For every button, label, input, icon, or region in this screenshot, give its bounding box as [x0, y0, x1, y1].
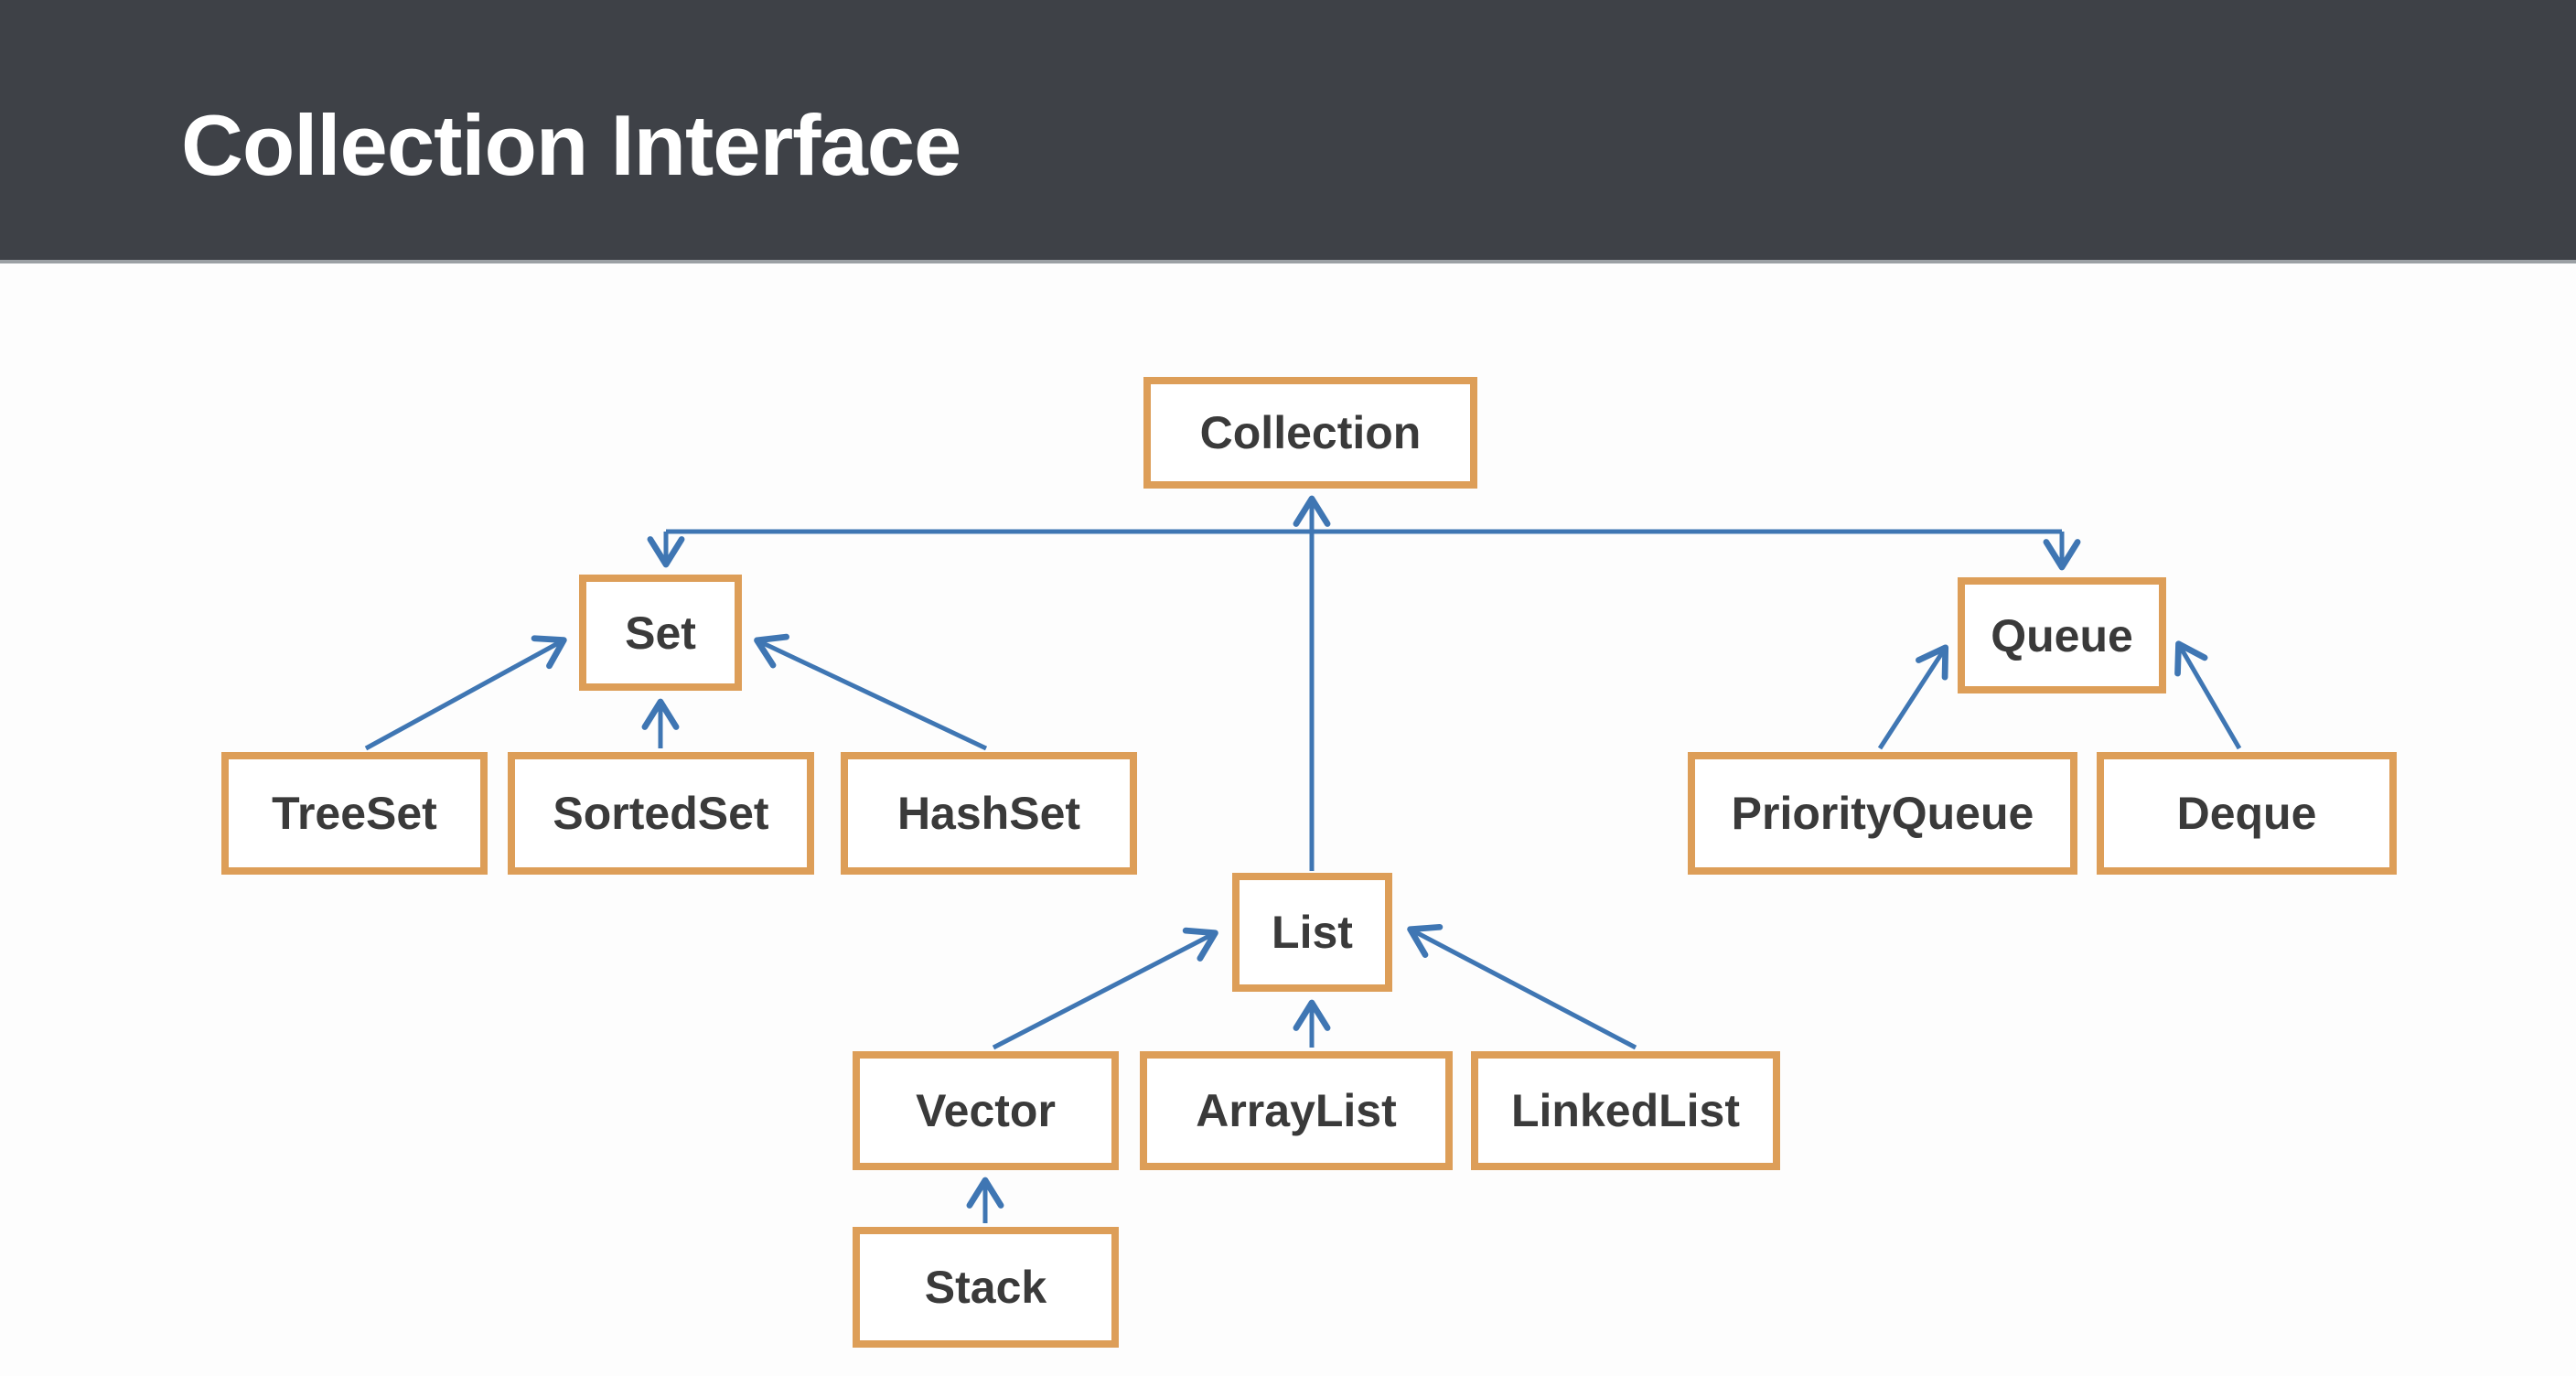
page-header: Collection Interface	[0, 0, 2576, 263]
node-list-label: List	[1272, 907, 1353, 958]
node-stack: Stack	[853, 1227, 1119, 1348]
node-treeset-label: TreeSet	[272, 788, 437, 839]
node-treeset: TreeSet	[221, 752, 488, 875]
node-queue-label: Queue	[1991, 609, 2133, 661]
node-stack-label: Stack	[924, 1262, 1047, 1313]
node-arraylist-label: ArrayList	[1196, 1085, 1397, 1136]
node-priorityqueue-label: PriorityQueue	[1731, 788, 2034, 839]
node-deque-label: Deque	[2176, 788, 2317, 839]
node-arraylist: ArrayList	[1140, 1051, 1453, 1170]
node-sortedset: SortedSet	[508, 752, 814, 875]
node-hashset: HashSet	[841, 752, 1137, 875]
node-list: List	[1232, 873, 1392, 992]
node-vector-label: Vector	[916, 1085, 1056, 1136]
node-queue: Queue	[1958, 577, 2166, 693]
node-collection-label: Collection	[1199, 407, 1422, 458]
node-vector: Vector	[853, 1051, 1119, 1170]
node-priorityqueue: PriorityQueue	[1688, 752, 2077, 875]
node-deque: Deque	[2097, 752, 2397, 875]
node-collection: Collection	[1143, 377, 1477, 489]
node-set: Set	[579, 575, 742, 691]
node-set-label: Set	[625, 607, 696, 659]
page-title: Collection Interface	[181, 97, 961, 193]
node-linkedlist: LinkedList	[1471, 1051, 1780, 1170]
node-sortedset-label: SortedSet	[553, 788, 769, 839]
node-linkedlist-label: LinkedList	[1510, 1085, 1741, 1136]
node-hashset-label: HashSet	[896, 788, 1081, 839]
